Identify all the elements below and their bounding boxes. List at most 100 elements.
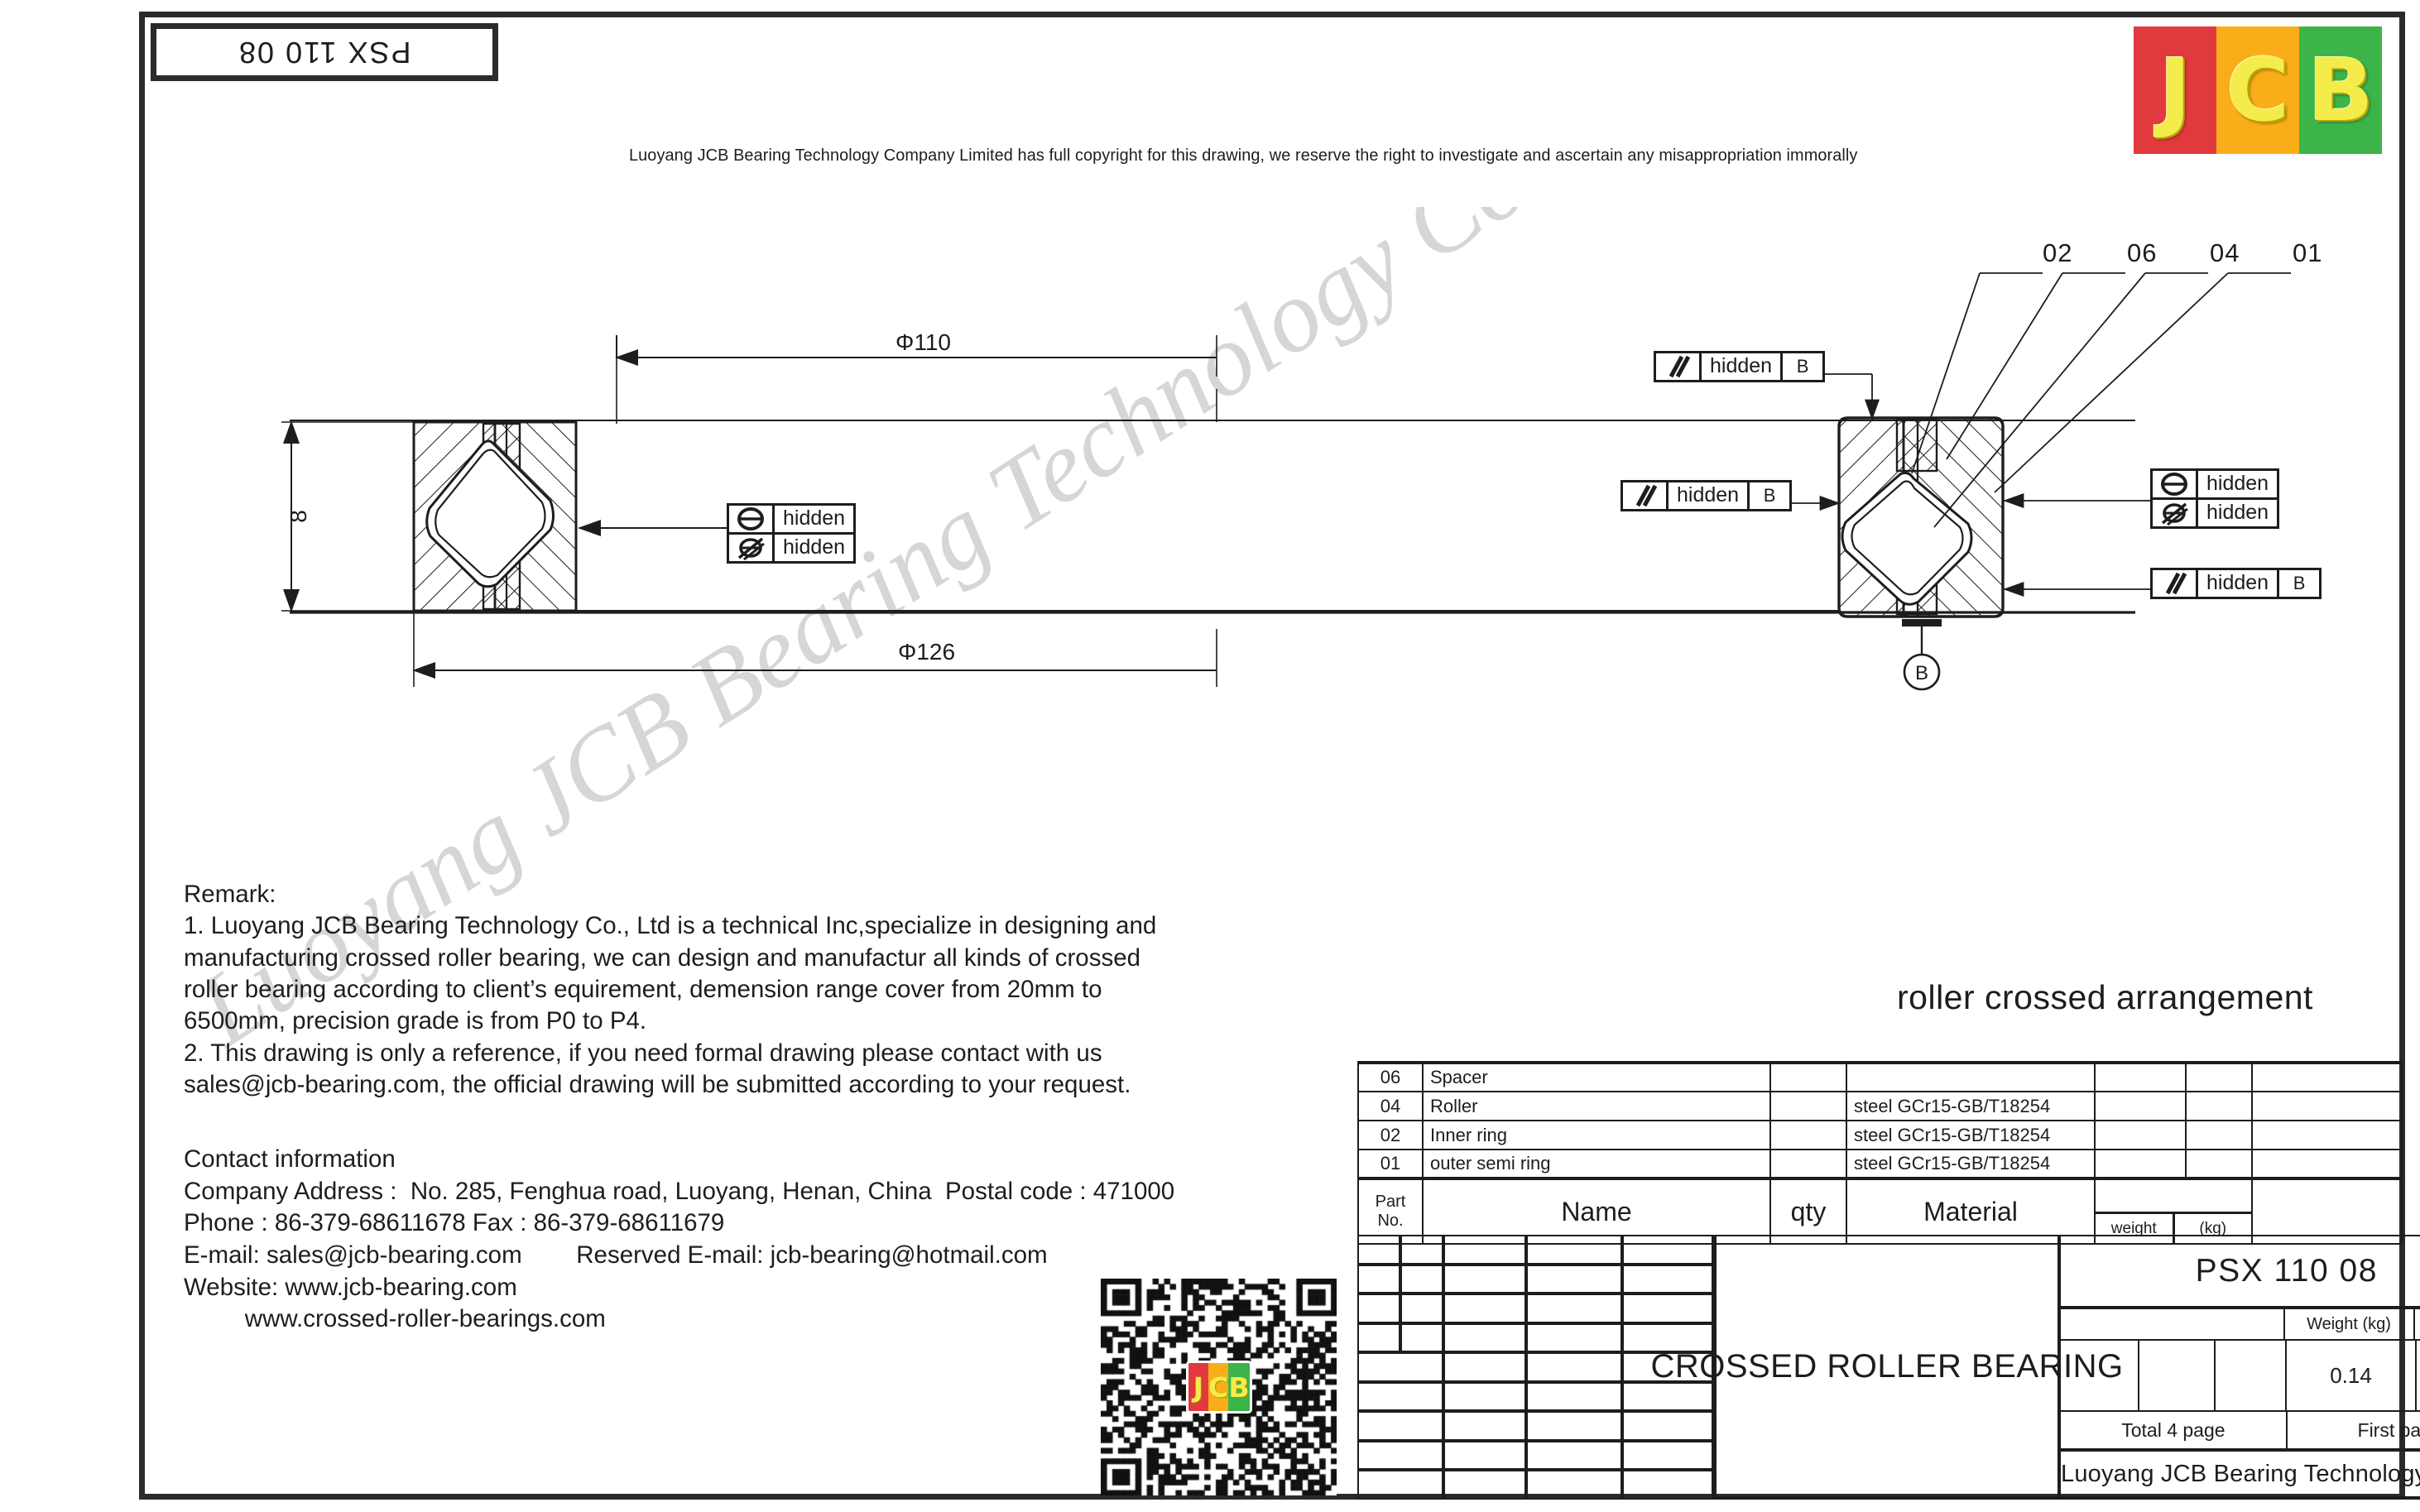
qr-code: J C B <box>1101 1279 1337 1495</box>
blank-cell <box>2061 1309 2285 1339</box>
grid-cell <box>1443 1381 1526 1412</box>
parts-table: 06 Spacer 04 Roller steel GCr15-GB/T1825… <box>1357 1061 2403 1245</box>
part-name: Inner ring <box>1422 1120 1771 1150</box>
fcf-detail-top: hidden B <box>1654 351 1826 382</box>
dimension-phi110: Φ110 <box>895 329 951 355</box>
remark-heading: Remark: <box>184 881 276 908</box>
grid-cell <box>1400 1264 1443 1294</box>
part-extra-3 <box>2251 1061 2403 1092</box>
dimension-width-8: 8 <box>286 510 311 523</box>
grid-cell <box>1443 1352 1526 1382</box>
part-qty <box>1769 1120 1847 1150</box>
part-no: 02 <box>1357 1120 1424 1150</box>
part-material: steel GCr15-GB/T18254 <box>1846 1149 2096 1179</box>
blank-cell <box>2061 1341 2139 1410</box>
fcf-datum: B <box>1780 353 1822 380</box>
contact-block: Contact information Company Address : No… <box>184 1144 1392 1336</box>
grid-cell <box>1400 1294 1443 1323</box>
grid-cell <box>1622 1470 1713 1500</box>
grid-cell <box>1357 1235 1400 1265</box>
logo-panel-orange: C <box>2216 26 2299 154</box>
grid-cell-wide <box>1357 1470 1443 1500</box>
fcf-text: hidden <box>783 506 846 530</box>
table-row: 02 Inner ring steel GCr15-GB/T18254 <box>1357 1120 2403 1150</box>
grid-cell <box>1622 1440 1713 1471</box>
arrangement-caption: roller crossed arrangement <box>1897 978 2313 1016</box>
header-weight-unit: (kg) <box>2199 1219 2227 1237</box>
table-row: 01 outer semi ring steel GCr15-GB/T18254 <box>1357 1149 2403 1179</box>
copyright-notice: Luoyang JCB Bearing Technology Company L… <box>629 146 1858 165</box>
header-weight-cell: weight (kg) <box>2094 1177 2253 1245</box>
sheet-border <box>139 12 2405 1500</box>
grid-cell <box>1622 1411 1713 1441</box>
header-qty: qty <box>1769 1177 1847 1245</box>
blank-cell <box>2417 1341 2420 1410</box>
fcf-datum: B <box>2277 570 2319 597</box>
grid-cell <box>1443 1440 1526 1471</box>
part-name: outer semi ring <box>1422 1149 1771 1179</box>
part-extra-3 <box>2251 1120 2403 1150</box>
part-extra-1 <box>2094 1149 2187 1179</box>
fcf-text: hidden <box>2206 471 2269 495</box>
part-extra-1 <box>2094 1091 2187 1121</box>
grid-cell <box>1526 1352 1622 1382</box>
grid-cell <box>1526 1470 1622 1500</box>
dimension-phi126: Φ126 <box>898 639 956 665</box>
remark-block: Remark: 1. Luoyang JCB Bearing Technolog… <box>184 879 1359 1101</box>
grid-cell <box>1622 1294 1713 1323</box>
grid-cell <box>1526 1235 1622 1265</box>
drawing-title-cell: CROSSED ROLLER BEARING <box>1650 1235 2123 1500</box>
weight-label-row: Weight (kg) <box>2061 1309 2420 1341</box>
callout-02: 02 <box>2043 238 2073 267</box>
sheet-id-box: PSX 110 08 <box>151 23 498 81</box>
part-qty <box>1769 1091 1847 1121</box>
grid-cell <box>1526 1322 1622 1353</box>
fcf-detail-right-parallel: hidden B <box>2150 568 2322 599</box>
table-row: 06 Spacer <box>1357 1061 2403 1092</box>
parallelism-icon <box>1623 482 1669 509</box>
qr-logo-letter-c: C <box>1208 1363 1229 1411</box>
part-material <box>1846 1061 2096 1092</box>
contact-heading: Contact information <box>184 1145 396 1173</box>
grid-cell <box>1443 1264 1526 1294</box>
part-material: steel GCr15-GB/T18254 <box>1846 1091 2096 1121</box>
grid-cell <box>1357 1264 1400 1294</box>
grid-cell <box>1526 1440 1622 1471</box>
grid-cell <box>1526 1264 1622 1294</box>
grid-cell <box>1443 1294 1526 1323</box>
grid-cell-wide <box>1357 1381 1443 1412</box>
fcf-text: hidden <box>1710 353 1773 377</box>
grid-cell <box>1622 1322 1713 1353</box>
part-no: 04 <box>1357 1091 1424 1121</box>
grid-cell <box>1443 1235 1526 1265</box>
total-runout-icon <box>729 535 775 561</box>
fcf-datum: B <box>1747 482 1789 509</box>
qr-center-logo: J C B <box>1185 1361 1252 1414</box>
table-header-row: Part No. Name qty Material weight (kg) <box>1357 1177 2403 1245</box>
part-extra-1 <box>2094 1120 2187 1150</box>
part-no: 01 <box>1357 1149 1424 1179</box>
fcf-row-total-runout: hidden <box>729 535 853 561</box>
header-extra <box>2251 1177 2403 1245</box>
fcf-detail-left: hidden B <box>1621 480 1793 511</box>
fcf-row-circular-runout: hidden <box>729 506 854 535</box>
grid-cell <box>1622 1235 1713 1265</box>
parallelism-icon <box>1656 353 1702 380</box>
title-block-right: PSX 110 08 Weight (kg) 0.14 Total 4 page… <box>2061 1235 2420 1500</box>
total-runout-icon <box>2153 500 2198 526</box>
part-extra-3 <box>2251 1091 2403 1121</box>
callout-06: 06 <box>2127 238 2158 267</box>
part-extra-2 <box>2185 1061 2253 1092</box>
grid-cell <box>1526 1411 1622 1441</box>
circular-runout-icon <box>729 506 775 532</box>
grid-cell <box>1526 1294 1622 1323</box>
part-extra-2 <box>2185 1091 2253 1121</box>
header-weight: weight <box>2096 1214 2175 1243</box>
qr-logo-letter-b: B <box>1228 1363 1250 1411</box>
weight-label: Weight (kg) <box>2285 1309 2415 1339</box>
part-extra-2 <box>2185 1149 2253 1179</box>
header-material: Material <box>1846 1177 2096 1245</box>
grid-cell-wide <box>1357 1440 1443 1471</box>
company-cell: Luoyang JCB Bearing Technology Co,.Ltd <box>2061 1452 2420 1496</box>
